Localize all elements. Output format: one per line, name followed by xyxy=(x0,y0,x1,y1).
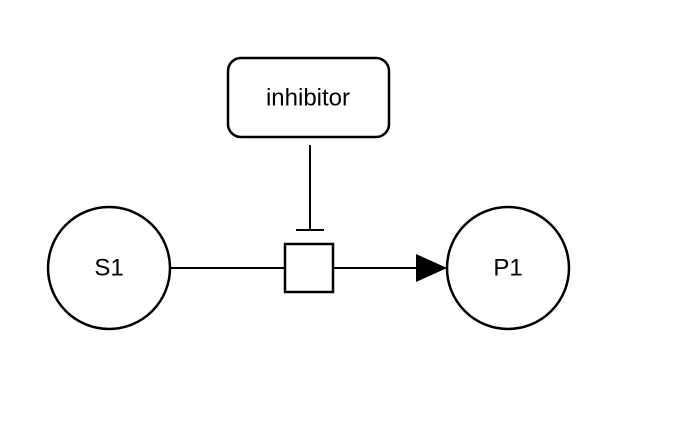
s1-node[interactable]: S1 xyxy=(46,205,172,331)
inhibitor-node[interactable]: inhibitor xyxy=(226,56,391,139)
inhibitor-label: inhibitor xyxy=(266,84,350,111)
p1-node[interactable]: P1 xyxy=(445,205,571,331)
inhibition-edge xyxy=(296,145,324,231)
s1-label: S1 xyxy=(94,254,123,281)
s1-circle xyxy=(46,205,172,331)
process-node[interactable] xyxy=(283,242,335,294)
p1-circle xyxy=(445,205,571,331)
production-arrowhead xyxy=(416,254,447,282)
p1-label: P1 xyxy=(493,254,522,281)
production-edge xyxy=(333,254,447,282)
inhibitor-box xyxy=(226,56,391,139)
